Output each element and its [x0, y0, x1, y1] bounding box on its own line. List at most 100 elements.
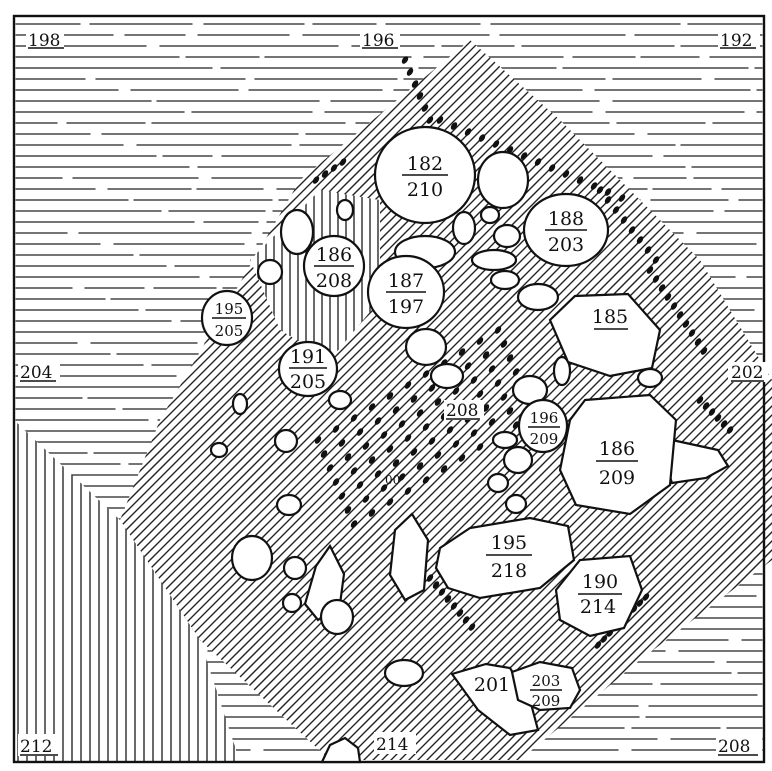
drip-mark — [652, 256, 660, 264]
stone-small — [516, 282, 560, 312]
drip-mark — [702, 402, 710, 410]
drip-mark — [488, 365, 496, 373]
drip-mark — [604, 196, 612, 204]
stone-196-outline — [517, 398, 569, 454]
stone-small — [476, 150, 530, 210]
hatch-line-diagonal — [487, 40, 772, 760]
drip-mark — [520, 152, 528, 160]
drip-mark — [628, 226, 636, 234]
hatch-line-diagonal — [388, 40, 772, 760]
stone-191-bottom: 205 — [290, 371, 326, 393]
drip-mark — [440, 465, 448, 473]
drip-mark — [590, 182, 598, 190]
stone-203-top: 203 — [532, 672, 561, 690]
stone-196-bottom: 209 — [530, 430, 559, 448]
stone-small — [279, 208, 315, 256]
drip-mark — [404, 381, 412, 389]
stone-small — [486, 472, 510, 494]
stone-196-top: 196 — [530, 409, 559, 427]
drip-mark — [696, 396, 704, 404]
hatch-line-diagonal — [298, 40, 772, 760]
drip-mark — [596, 186, 604, 194]
hatch-line-diagonal — [120, 40, 772, 760]
hatch-line-diagonal — [469, 40, 772, 760]
stone-187-bottom: 197 — [388, 296, 424, 318]
hatch-line-diagonal — [120, 40, 587, 760]
drip-mark — [476, 390, 484, 398]
drip-mark — [682, 320, 690, 328]
drip-mark — [428, 437, 436, 445]
stone-small — [504, 493, 528, 515]
drip-mark — [374, 470, 382, 478]
stone-186a-label: 186 208 — [314, 244, 354, 292]
drip-mark — [534, 158, 542, 166]
drip-mark — [404, 487, 412, 495]
drip-mark — [368, 456, 376, 464]
drip-mark — [314, 436, 322, 444]
drip-mark — [416, 92, 424, 100]
drip-mark — [464, 128, 472, 136]
stone-small — [451, 210, 477, 246]
drip-mark — [642, 593, 650, 601]
center-mark: 00 — [385, 473, 400, 487]
stone-186b-bottom: 209 — [599, 467, 635, 489]
stone-small — [209, 441, 229, 459]
drip-mark — [428, 384, 436, 392]
drip-mark — [339, 158, 347, 166]
stone-182-bottom: 210 — [407, 179, 443, 201]
stone-186b-top: 186 — [599, 438, 635, 460]
drip-mark — [344, 506, 352, 514]
stone-196-label: 196 209 — [528, 409, 560, 448]
drip-mark — [714, 414, 722, 422]
drip-mark — [458, 454, 466, 462]
drip-mark — [438, 588, 446, 596]
hatch-line-diagonal — [370, 40, 772, 760]
stone-small — [327, 389, 353, 411]
drip-mark — [700, 347, 708, 355]
drip-mark — [410, 448, 418, 456]
drip-mark — [426, 574, 434, 582]
drip-mark — [338, 439, 346, 447]
drip-mark — [726, 426, 734, 434]
stone-190-top: 190 — [582, 571, 618, 593]
drip-mark — [350, 414, 358, 422]
hatch-line-diagonal — [262, 40, 772, 760]
stone-small — [319, 598, 355, 636]
drip-mark — [436, 116, 444, 124]
stone-203-outline — [510, 660, 582, 712]
drip-mark — [688, 329, 696, 337]
drip-mark — [604, 188, 612, 196]
drip-mark — [476, 337, 484, 345]
stone-185-top: 185 — [592, 306, 628, 328]
hatch-line-diagonal — [424, 40, 772, 760]
hatch-line-diagonal — [199, 40, 772, 760]
hatch-line-diagonal — [316, 40, 772, 760]
stone-195b-label: 195 218 — [486, 532, 532, 582]
stone-small — [489, 269, 521, 291]
hatch-line-diagonal — [226, 40, 772, 760]
drip-mark — [432, 581, 440, 589]
stone-195b-top: 195 — [491, 532, 527, 554]
grid-label-bottom-center: 214 — [376, 735, 408, 755]
drip-mark — [500, 393, 508, 401]
drip-mark — [422, 476, 430, 484]
hatch-line-diagonal — [217, 40, 772, 760]
drip-mark — [404, 434, 412, 442]
stone-small — [273, 428, 299, 454]
stone-small — [335, 198, 355, 222]
drip-mark — [450, 602, 458, 610]
drip-mark — [392, 406, 400, 414]
stone-188-label: 188 203 — [545, 208, 587, 256]
stone-191-outline — [277, 340, 339, 398]
drip-mark — [392, 459, 400, 467]
drip-mark — [708, 408, 716, 416]
drip-mark — [416, 462, 424, 470]
drip-mark — [464, 362, 472, 370]
drip-mark — [506, 354, 514, 362]
drip-mark — [646, 266, 654, 274]
drip-mark — [350, 467, 358, 475]
hatch-line-diagonal — [523, 40, 772, 760]
drip-mark — [576, 176, 584, 184]
